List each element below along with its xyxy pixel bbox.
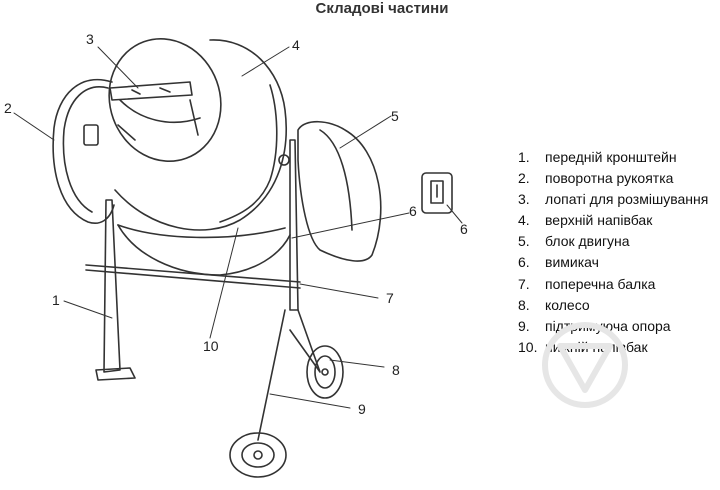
callout-5: 5	[391, 108, 399, 124]
legend-number: 5.	[518, 233, 530, 250]
legend-number: 7.	[518, 275, 530, 292]
legend-label: верхній напівбак	[545, 212, 653, 229]
legend-item: 6. вимикач	[518, 252, 708, 273]
callout-4: 4	[292, 37, 300, 53]
legend-item: 1. передній кронштейн	[518, 147, 708, 168]
legend-number: 8.	[518, 296, 530, 313]
legend-number: 10.	[518, 338, 538, 355]
rotating-handle	[52, 78, 115, 224]
legend-label: передній кронштейн	[545, 149, 677, 165]
callout-1: 1	[52, 292, 60, 308]
callout-7: 7	[386, 290, 394, 306]
legend-label: поперечна балка	[545, 275, 656, 292]
legend-item: 5. блок двигуна	[518, 231, 708, 252]
legend-item: 7. поперечна балка	[518, 274, 708, 295]
watermark-logo	[542, 322, 628, 408]
cross-beam	[85, 264, 301, 283]
legend-number: 2.	[518, 170, 530, 187]
legend-item: 3. лопаті для розмішування	[518, 189, 708, 210]
upright-post	[289, 139, 299, 311]
upper-drum-rim	[108, 37, 222, 163]
callout-9: 9	[358, 401, 366, 417]
legend-item: 2. поворотна рукоятка	[518, 168, 708, 189]
legend-number: 1.	[518, 149, 530, 165]
legend-number: 3.	[518, 191, 530, 208]
legend-number: 9.	[518, 317, 530, 334]
callout-6-right: 6	[460, 221, 468, 237]
callout-8: 8	[392, 362, 400, 378]
legend-label: блок двигуна	[545, 233, 630, 250]
legend-label: підтримуюча опора	[545, 317, 671, 334]
switch-box	[421, 172, 453, 214]
legend-item: 9. підтримуюча опора	[518, 316, 708, 337]
diagram-title: Складові частини	[0, 0, 720, 17]
legend-label: колесо	[545, 296, 590, 313]
legend-item: 8. колесо	[518, 295, 708, 316]
callout-10: 10	[203, 338, 219, 354]
parts-legend: 1. передній кронштейн 2. поворотна рукоятк…	[518, 147, 708, 358]
front-wheel	[229, 432, 287, 478]
callout-3: 3	[86, 31, 94, 47]
front-bracket	[103, 199, 121, 373]
diagram-title-text: Складові частини	[315, 0, 449, 17]
legend-item: 4. верхній напівбак	[518, 210, 708, 231]
legend-number: 4.	[518, 212, 530, 229]
legend-label: поворотна рукоятка	[545, 170, 674, 187]
legend-label: лопаті для розмішування	[545, 191, 709, 208]
callout-6-left: 6	[409, 203, 417, 219]
legend-number: 6.	[518, 254, 530, 271]
support-strut	[257, 309, 321, 441]
upper-drum	[114, 39, 287, 231]
motor-block	[297, 120, 382, 262]
rear-wheel	[306, 345, 344, 399]
legend-label: вимикач	[545, 254, 599, 271]
mixing-blades	[109, 81, 201, 141]
callout-2: 2	[4, 100, 12, 116]
